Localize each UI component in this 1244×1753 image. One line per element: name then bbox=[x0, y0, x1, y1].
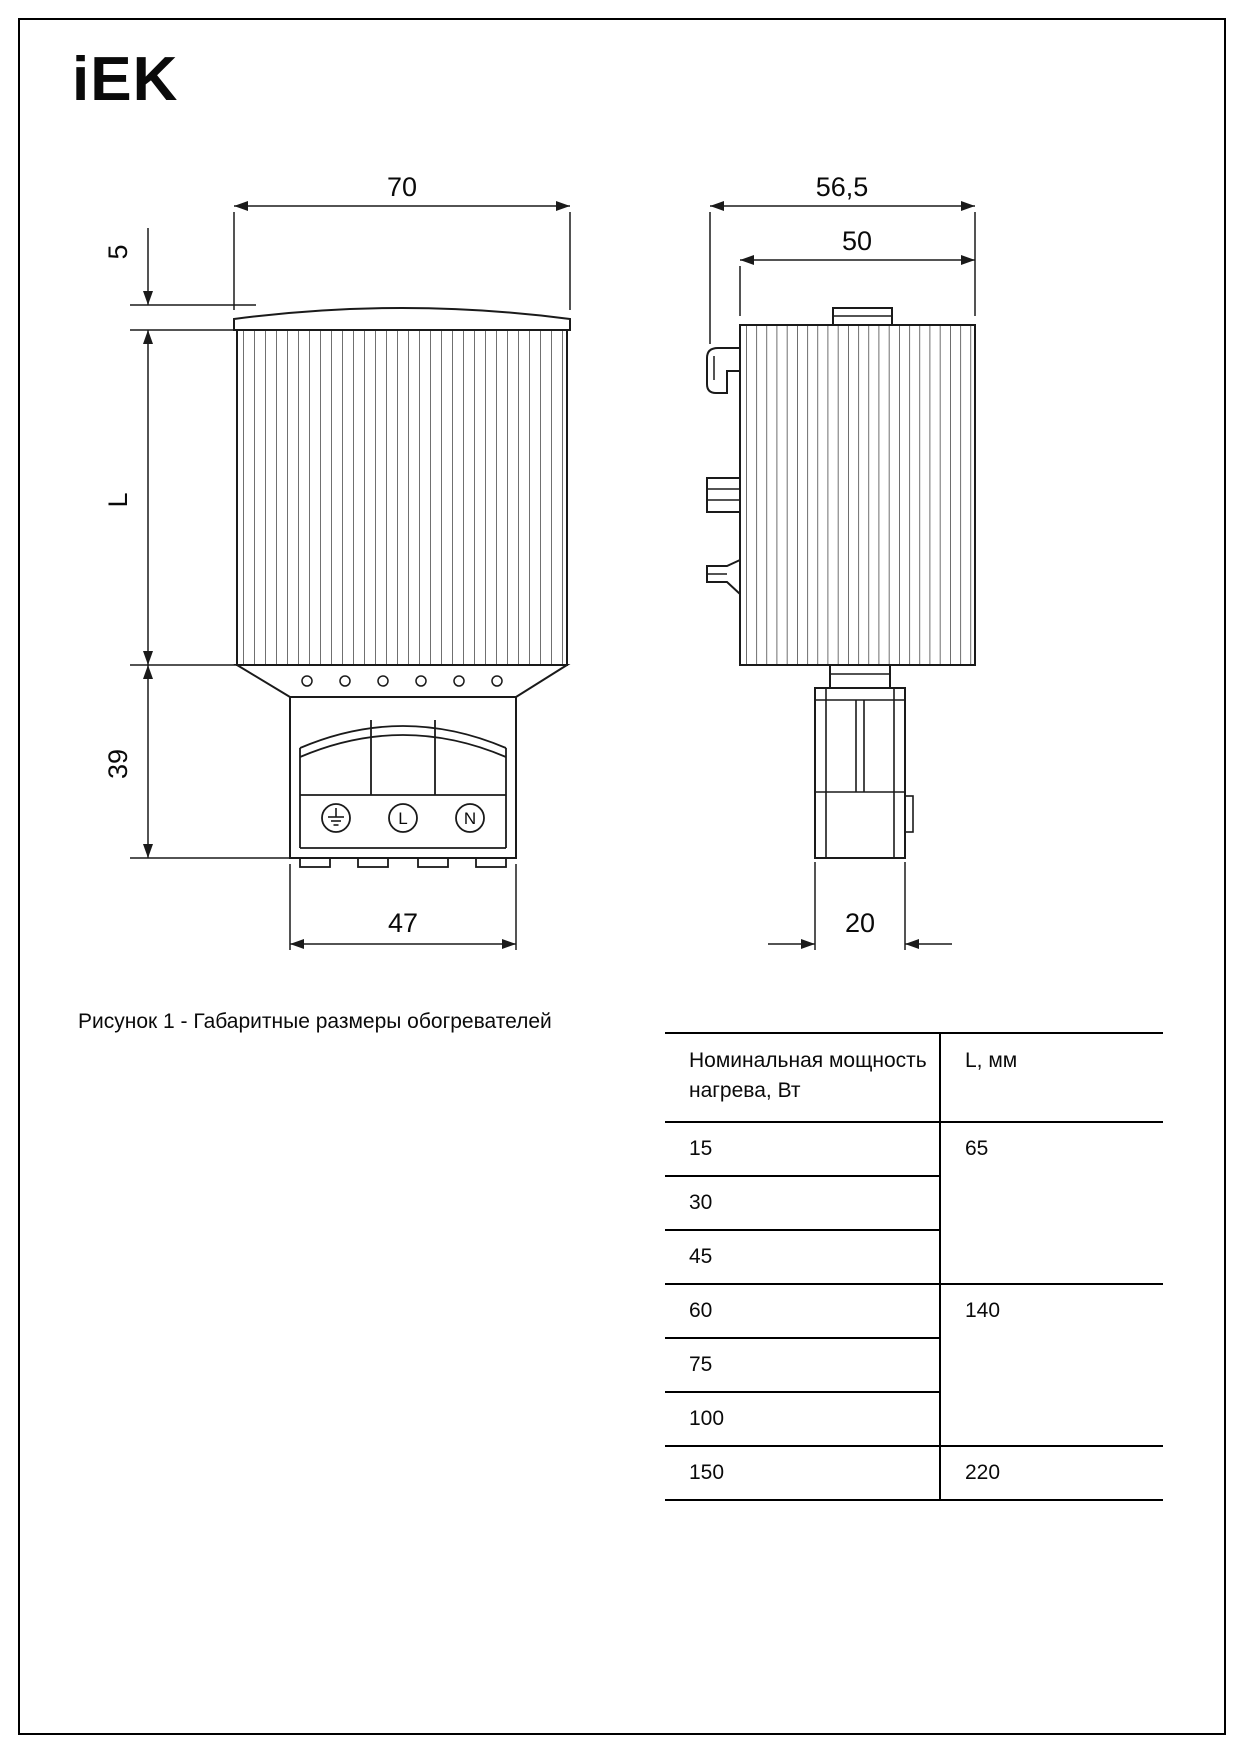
dim-label-body-height: L bbox=[103, 492, 133, 507]
heater-cap bbox=[233, 307, 571, 331]
header-row: Номинальная мощность нагрева, Вт L, мм bbox=[665, 1033, 1163, 1123]
din-clip-foot bbox=[706, 559, 741, 595]
iek-logo: iEK bbox=[72, 45, 179, 114]
dim-label-side-body-depth: 50 bbox=[842, 226, 872, 256]
length-cell: 65 bbox=[940, 1121, 1163, 1285]
din-clip-hook bbox=[706, 347, 740, 394]
terminal-line-label: L bbox=[398, 809, 407, 828]
table-row: 30 bbox=[665, 1175, 1163, 1231]
power-cell: 30 bbox=[665, 1175, 941, 1231]
power-cell: 75 bbox=[665, 1337, 941, 1393]
terminal-screw-line bbox=[388, 803, 418, 833]
side-terminal-block bbox=[814, 687, 906, 859]
side-latch-nub bbox=[904, 795, 914, 833]
power-cell: 45 bbox=[665, 1229, 941, 1285]
dim-label-side-depth: 56,5 bbox=[816, 172, 869, 202]
power-cell: 100 bbox=[665, 1391, 941, 1447]
spec-table-head: Номинальная мощность нагрева, Вт L, мм bbox=[665, 1033, 1163, 1123]
length-cell: 140 bbox=[940, 1283, 1163, 1447]
power-cell: 15 bbox=[665, 1121, 941, 1177]
power-cell: 150 bbox=[665, 1445, 941, 1501]
table-row: 100 bbox=[665, 1391, 1163, 1447]
side-terminal-details bbox=[815, 688, 914, 858]
terminal-arch-inner bbox=[299, 734, 507, 758]
dim-label-front-width: 70 bbox=[387, 172, 417, 202]
side-view bbox=[706, 307, 976, 859]
dimension-lines bbox=[130, 205, 976, 950]
dim-label-terminal-height: 39 bbox=[103, 749, 133, 779]
terminal-inner-lines bbox=[299, 720, 507, 849]
body-to-terminal-transition bbox=[233, 664, 571, 698]
terminal-screw-neutral bbox=[455, 803, 485, 833]
terminal-neutral-label: N bbox=[464, 809, 476, 828]
power-cell: 60 bbox=[665, 1283, 941, 1339]
din-clip-spring bbox=[706, 477, 741, 513]
side-finned-body bbox=[739, 324, 976, 666]
terminal-feet bbox=[299, 857, 507, 868]
col-header-power: Номинальная мощность нагрева, Вт bbox=[665, 1033, 941, 1123]
dimension-drawing: 70 56,5 50 47 20 5 L 39 L N bbox=[103, 172, 976, 950]
vent-holes bbox=[301, 675, 503, 687]
dim-label-cap-height: 5 bbox=[103, 244, 133, 259]
dim-label-terminal-width: 47 bbox=[388, 908, 418, 938]
length-cell: 220 bbox=[940, 1445, 1163, 1501]
dimension-arrows bbox=[143, 201, 975, 949]
terminal-screw-earth bbox=[321, 803, 351, 833]
table-row: 45 bbox=[665, 1229, 1163, 1285]
table-row: 75 bbox=[665, 1337, 1163, 1393]
terminal-labels: L N bbox=[398, 809, 476, 828]
col-header-length: L, мм bbox=[940, 1033, 1163, 1123]
page-border-frame bbox=[18, 18, 1226, 1735]
front-view bbox=[233, 307, 571, 868]
terminal-screws bbox=[321, 803, 485, 833]
earth-symbol-icon bbox=[328, 808, 344, 826]
terminal-arch-outer bbox=[299, 725, 507, 749]
terminal-block bbox=[289, 696, 517, 859]
din-rail-clip bbox=[706, 347, 741, 595]
heater-finned-body bbox=[236, 329, 568, 666]
spec-table: Номинальная мощность нагрева, Вт L, мм 1… bbox=[665, 1032, 1163, 1501]
figure-caption: Рисунок 1 - Габаритные размеры обогреват… bbox=[78, 1010, 552, 1033]
side-neck bbox=[829, 664, 891, 689]
dimension-labels: 70 56,5 50 47 20 5 L 39 bbox=[103, 172, 875, 938]
dim-label-clip-width: 20 bbox=[845, 908, 875, 938]
